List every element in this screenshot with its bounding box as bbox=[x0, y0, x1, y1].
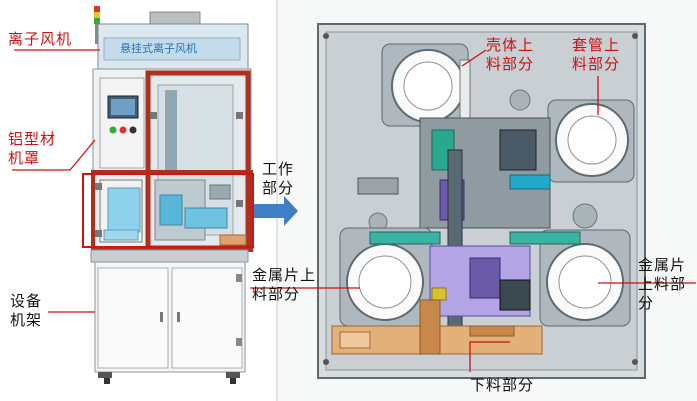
label-metal-feed-right-line3: 分 bbox=[638, 294, 655, 312]
label-work-section-line2: 部分 bbox=[262, 179, 295, 197]
signal-tower bbox=[94, 6, 100, 44]
label-metal-feed-left-line2: 料部分 bbox=[252, 285, 301, 303]
label-aluminum-cover: 铝型材 机罩 bbox=[8, 130, 56, 168]
label-equipment-frame-line1: 设备 bbox=[10, 292, 43, 310]
label-ion-fan: 离子风机 bbox=[8, 30, 73, 48]
label-metal-feed-left: 金属片上 料部分 bbox=[252, 266, 316, 304]
ion-fan-panel-title: 悬挂式离子风机 bbox=[120, 42, 197, 55]
label-metal-feed-right-line1: 金属片 bbox=[638, 256, 687, 274]
label-sleeve-feed: 套管上 料部分 bbox=[572, 36, 620, 74]
work-section-highlight bbox=[82, 173, 254, 248]
label-sleeve-feed-line1: 套管上 bbox=[572, 36, 621, 54]
upper-cabinet bbox=[91, 68, 253, 252]
arrow-right-icon bbox=[254, 196, 298, 226]
label-metal-feed-left-line1: 金属片上 bbox=[252, 266, 317, 284]
left-leader-lines bbox=[12, 49, 253, 313]
label-metal-feed-right-line2: 上料部 bbox=[638, 275, 687, 293]
label-work-section-line1: 工作 bbox=[262, 160, 295, 178]
label-shell-feed: 壳体上 料部分 bbox=[486, 36, 534, 74]
label-metal-feed-right: 金属片 上料部 分 bbox=[638, 256, 686, 313]
label-sleeve-feed-line2: 料部分 bbox=[572, 55, 621, 73]
label-shell-feed-line2: 料部分 bbox=[486, 55, 535, 73]
label-equipment-frame-line2: 机架 bbox=[10, 311, 43, 329]
label-aluminum-cover-line2: 机罩 bbox=[8, 149, 41, 167]
top-view-machine bbox=[317, 23, 646, 379]
label-discharge: 下料部分 bbox=[470, 376, 535, 394]
label-shell-feed-line1: 壳体上 bbox=[486, 36, 535, 54]
equipment-base-cabinet bbox=[90, 249, 249, 384]
label-aluminum-cover-line1: 铝型材 bbox=[8, 130, 57, 148]
label-equipment-frame: 设备 机架 bbox=[10, 292, 42, 330]
right-leader-lines bbox=[250, 49, 696, 372]
label-work-section: 工作 部分 bbox=[262, 160, 294, 198]
